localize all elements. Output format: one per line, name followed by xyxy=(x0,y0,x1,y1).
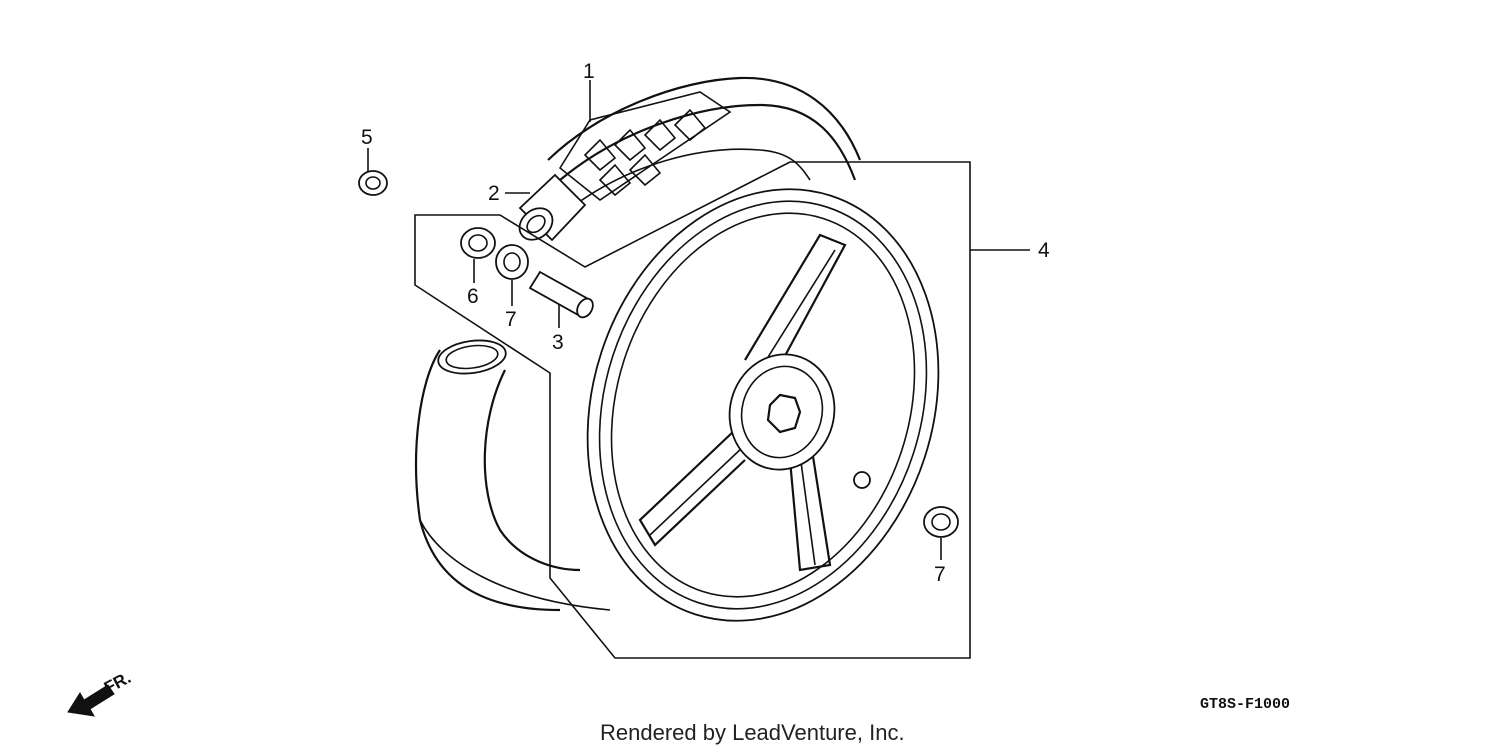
distance-collar-drawing xyxy=(528,270,594,319)
assembly-bracket xyxy=(414,161,1030,659)
callout-1: 1 xyxy=(583,60,595,83)
diagram-code: GT8S-F1000 xyxy=(1200,696,1290,713)
callout-7-lower: 7 xyxy=(934,563,946,586)
bearing-7b-drawing xyxy=(923,506,959,538)
leader-lines xyxy=(367,80,942,560)
front-arrow-icon xyxy=(67,684,115,717)
callout-4: 4 xyxy=(1038,239,1050,262)
callout-3: 3 xyxy=(552,331,564,354)
bearing-6-drawing xyxy=(460,227,496,259)
callout-6: 6 xyxy=(467,285,479,308)
credit-text: Rendered by LeadVenture, Inc. xyxy=(600,720,905,745)
bearing-7a-drawing xyxy=(495,244,529,280)
front-direction-indicator: FR. xyxy=(67,668,134,717)
callout-7-upper: 7 xyxy=(505,308,517,331)
callout-2: 2 xyxy=(488,182,500,205)
wheel-rim-drawing xyxy=(586,188,940,622)
tube-valve-drawing xyxy=(437,173,587,375)
collar-drawing xyxy=(358,170,388,196)
callout-5: 5 xyxy=(361,126,373,149)
